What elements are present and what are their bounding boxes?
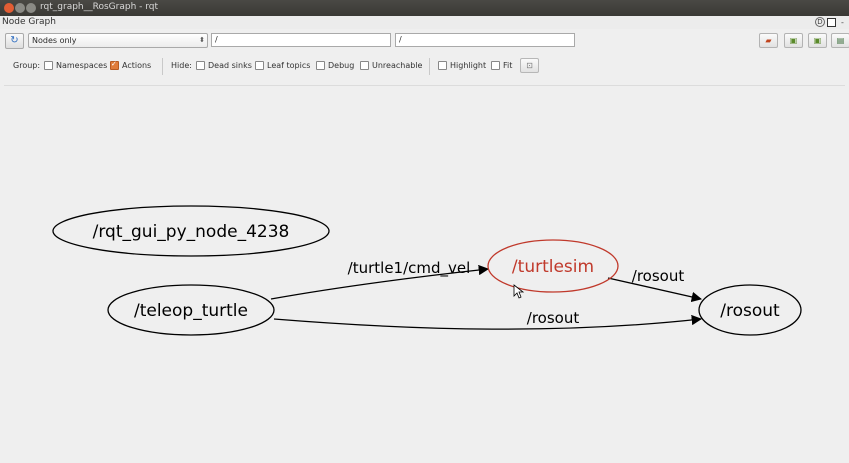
graph-svg: /turtle1/cmd_vel /rosout /rosout /rqt_gu… <box>52 205 802 336</box>
leaf-topics-checkbox[interactable] <box>255 61 264 70</box>
dead-sinks-label: Dead sinks <box>208 61 252 70</box>
node-turtlesim-shape <box>487 239 619 293</box>
actions-checkbox[interactable] <box>110 60 119 70</box>
window-minimize-button[interactable] <box>15 3 25 13</box>
window-titlebar: rqt_graph__RosGraph - rqt <box>0 0 849 16</box>
save-image-button[interactable]: ▤ <box>831 33 849 48</box>
debug-label: Debug <box>328 61 355 70</box>
folder-open-icon: ▰ <box>765 36 772 45</box>
unreachable-checkbox[interactable] <box>360 61 369 70</box>
fit-in-view-button[interactable]: ⊡ <box>520 58 539 73</box>
save-svg-button[interactable]: ▣ <box>808 33 827 48</box>
namespaces-checkbox[interactable] <box>44 61 53 70</box>
node-teleop-turtle-label: /teleop_turtle <box>134 301 248 321</box>
edge-label-cmd-vel: /turtle1/cmd_vel <box>348 259 471 278</box>
node-turtlesim-label: /turtlesim <box>512 257 594 277</box>
plugin-close-button[interactable]: - <box>841 17 844 27</box>
node-rqt-gui-shape <box>52 205 330 257</box>
node-turtlesim[interactable]: /turtlesim <box>487 239 619 293</box>
edge-teleop-rosout[interactable] <box>273 314 703 330</box>
node-rosout-label: /rosout <box>720 301 780 321</box>
edge-cmd-vel[interactable] <box>270 264 490 300</box>
group-label: Group: <box>13 61 41 70</box>
node-rqt-gui-label: /rqt_gui_py_node_4238 <box>93 222 290 242</box>
graph-mode-select[interactable]: Nodes only ⬍ <box>28 33 208 48</box>
fit-view-icon: ⊡ <box>526 61 533 70</box>
node-rosout[interactable]: /rosout <box>698 284 802 336</box>
plugin-tools: D - <box>815 17 847 27</box>
plugin-header: Node Graph D - <box>0 16 849 29</box>
topic-filter-input[interactable]: / <box>395 33 575 47</box>
updown-arrows-icon: ⬍ <box>199 36 205 44</box>
hide-label: Hide: <box>171 61 192 70</box>
unreachable-label: Unreachable <box>372 61 423 70</box>
namespaces-label: Namespaces <box>56 61 108 70</box>
dead-sinks-checkbox[interactable] <box>196 61 205 70</box>
mouse-cursor-icon <box>513 284 525 299</box>
graph-toolbar: ↻ Nodes only ⬍ / / ▰ ▣ ▣ ▤ <box>0 30 849 50</box>
help-button[interactable]: D <box>815 17 825 27</box>
load-dot-button[interactable]: ▰ <box>759 33 778 48</box>
node-teleop-turtle[interactable]: /teleop_turtle <box>107 284 275 336</box>
save-image-icon: ▤ <box>836 36 845 45</box>
graph-mode-value: Nodes only <box>32 36 77 45</box>
refresh-icon: ↻ <box>10 35 19 46</box>
window-maximize-button[interactable] <box>26 3 36 13</box>
debug-checkbox[interactable] <box>316 61 325 70</box>
highlight-label: Highlight <box>450 61 487 70</box>
plugin-title: Node Graph <box>2 17 56 27</box>
edge-label-teleop-rosout: /rosout <box>527 309 580 327</box>
edge-label-turtlesim-rosout: /rosout <box>632 267 685 285</box>
node-rqt-gui[interactable]: /rqt_gui_py_node_4238 <box>52 205 330 257</box>
graph-options: Group: Namespaces Actions Hide: Dead sin… <box>0 56 849 78</box>
window-title: rqt_graph__RosGraph - rqt <box>40 2 159 12</box>
leaf-topics-label: Leaf topics <box>267 61 311 70</box>
save-dot-icon: ▣ <box>789 36 798 45</box>
save-dot-button[interactable]: ▣ <box>784 33 803 48</box>
fit-label: Fit <box>503 61 513 70</box>
edge-turtlesim-rosout[interactable] <box>607 277 703 303</box>
actions-label: Actions <box>122 61 152 70</box>
node-rosout-shape <box>698 284 802 336</box>
options-divider <box>162 58 163 75</box>
window-close-button[interactable] <box>4 3 14 13</box>
fit-checkbox[interactable] <box>491 61 500 70</box>
node-teleop-turtle-shape <box>107 284 275 336</box>
options-divider <box>429 58 430 75</box>
highlight-checkbox[interactable] <box>438 61 447 70</box>
refresh-button[interactable]: ↻ <box>5 33 24 49</box>
graph-canvas[interactable]: /turtle1/cmd_vel /rosout /rosout /rqt_gu… <box>4 85 845 459</box>
namespace-filter-input[interactable]: / <box>211 33 391 47</box>
save-svg-icon: ▣ <box>813 36 822 45</box>
window-restore-icon[interactable] <box>827 17 836 27</box>
